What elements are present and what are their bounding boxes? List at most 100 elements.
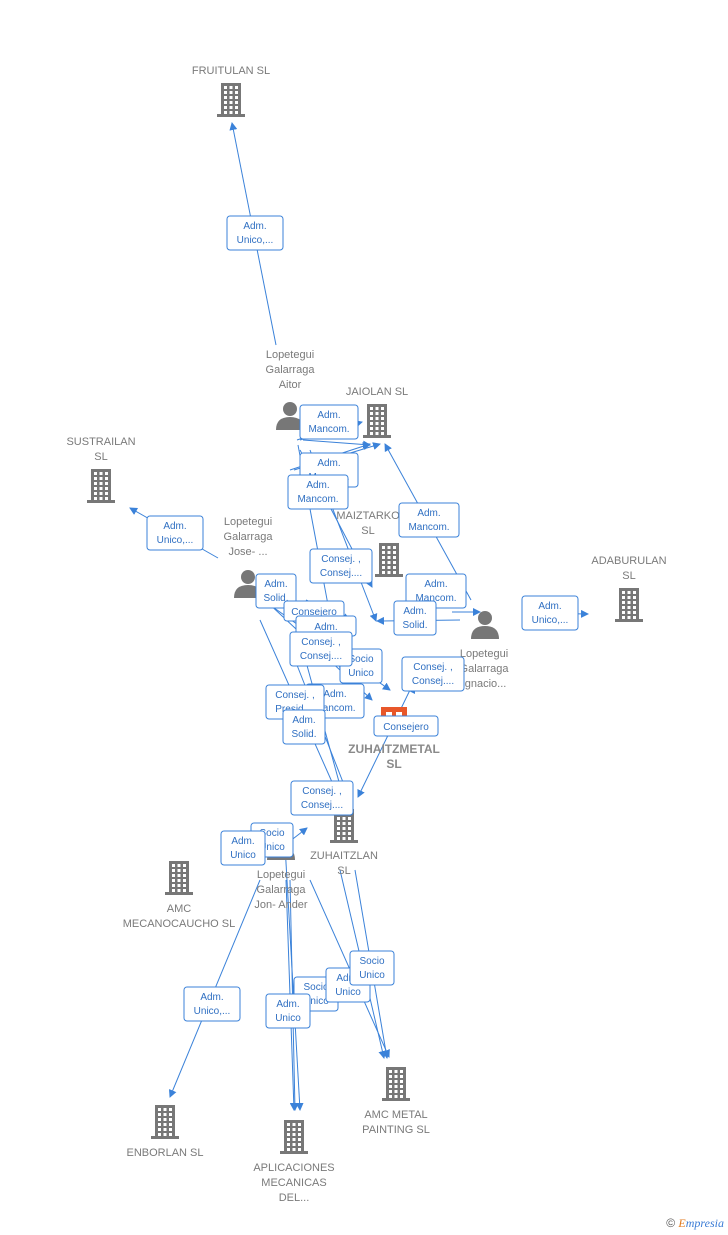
relation-text: Consej. , xyxy=(301,637,340,648)
node-label: AMC METAL xyxy=(364,1109,427,1121)
node-label: FRUITULAN SL xyxy=(192,65,270,77)
company-node[interactable]: APLICACIONESMECANICASDEL... xyxy=(253,1120,335,1204)
relation-label[interactable]: Adm.Mancom. xyxy=(287,474,349,510)
node-label: Lopetegui xyxy=(460,648,508,660)
relation-label[interactable]: Adm.Unico xyxy=(265,993,311,1029)
relation-text: Unico xyxy=(230,850,256,861)
node-label: Galarraga xyxy=(224,531,274,543)
node-label: SL xyxy=(386,757,401,771)
relation-text: Adm. xyxy=(314,622,337,633)
relation-text: Adm. xyxy=(163,521,186,532)
company-node[interactable]: SUSTRAILAN SL xyxy=(66,436,136,503)
node-label: Lopetegui xyxy=(266,349,314,361)
footer-brand[interactable]: © Empresia xyxy=(666,1216,724,1231)
relation-text: Mancom. xyxy=(308,424,349,435)
relation-edge xyxy=(302,439,371,449)
node-label: SL xyxy=(337,865,350,877)
relation-text: Adm. xyxy=(292,715,315,726)
relation-label[interactable]: Adm.Solid. xyxy=(255,573,297,609)
relation-label[interactable]: Adm.Mancom. xyxy=(405,573,467,609)
node-label: JAIOLAN SL xyxy=(346,386,408,398)
company-node[interactable]: ZUHAITZLAN SL xyxy=(310,809,378,877)
node-label: Aitor xyxy=(279,379,302,391)
relation-text: Adm. xyxy=(200,992,223,1003)
person-node[interactable]: LopeteguiGalarragaIgnacio... xyxy=(460,611,510,690)
relation-text: Mancom. xyxy=(408,522,449,533)
relations-layer: Adm.Unico,...Adm.Mancom.Adm.Mancom.Adm.M… xyxy=(146,215,579,1029)
node-label: ENBORLAN SL xyxy=(126,1147,203,1159)
building-icon xyxy=(280,1120,308,1154)
relation-label[interactable]: Adm.Unico,... xyxy=(183,986,241,1022)
building-icon xyxy=(87,469,115,503)
relation-text: Mancom. xyxy=(415,593,456,604)
relation-text: Solid. xyxy=(402,620,427,631)
person-icon xyxy=(471,611,499,639)
relation-text: Adm. xyxy=(243,221,266,232)
person-node[interactable]: LopeteguiGalarragaJose- ... xyxy=(224,516,274,598)
company-node[interactable]: AMC MECANOCAUCHO SL xyxy=(123,861,235,930)
relation-text: Consej. , xyxy=(275,690,314,701)
relation-label[interactable]: Consej. ,Consej.... xyxy=(309,548,373,584)
relation-text: Consejero xyxy=(291,607,337,618)
building-icon xyxy=(165,861,193,895)
relation-label[interactable]: Adm.Unico,... xyxy=(521,595,579,631)
relation-label[interactable]: Consejero xyxy=(373,715,439,737)
node-label: MECANOCAUCHO SL xyxy=(123,918,235,930)
relation-text: Socio xyxy=(259,828,284,839)
building-icon xyxy=(363,404,391,438)
relation-text: Consej.... xyxy=(412,676,454,687)
relation-text: Consejero xyxy=(383,722,429,733)
building-icon xyxy=(375,543,403,577)
node-label: Galarraga xyxy=(266,364,316,376)
node-label: SL xyxy=(622,570,635,582)
relation-text: Unico,... xyxy=(157,535,194,546)
node-label: SL xyxy=(94,451,107,463)
node-label: Ignacio... xyxy=(462,678,507,690)
relation-label[interactable]: Adm. Unico,... xyxy=(226,215,284,251)
relation-text: Adm. xyxy=(417,508,440,519)
building-icon xyxy=(615,588,643,622)
relation-text: Unico xyxy=(303,996,329,1007)
relation-text: Mancom. xyxy=(314,703,355,714)
relation-label[interactable]: Consej. ,Consej.... xyxy=(290,780,354,816)
relation-text: Unico,... xyxy=(237,235,274,246)
relation-label[interactable]: Adm.Unico xyxy=(220,830,266,866)
node-label: APLICACIONES xyxy=(253,1162,334,1174)
node-label: MAIZTARKO xyxy=(336,510,400,522)
node-label: SL xyxy=(361,525,374,537)
relation-text: Unico xyxy=(348,668,374,679)
relation-label[interactable]: Adm.Solid. xyxy=(282,709,326,745)
company-node[interactable]: MAIZTARKO SL xyxy=(336,510,403,577)
node-label: Galarraga xyxy=(257,884,307,896)
company-node[interactable]: FRUITULAN SL xyxy=(192,65,270,117)
building-icon xyxy=(217,83,245,117)
relation-label[interactable]: Consej. ,Consej.... xyxy=(401,656,465,692)
company-node[interactable]: JAIOLAN SL xyxy=(346,386,408,438)
relation-text: Adm. xyxy=(538,601,561,612)
relation-label[interactable]: Adm. Mancom. xyxy=(398,502,460,538)
node-label: Jose- ... xyxy=(228,546,267,558)
relation-text: Adm. xyxy=(336,973,359,984)
relation-label[interactable]: Adm. Solid. xyxy=(393,600,437,636)
node-label: AMC xyxy=(167,903,192,915)
node-label: Jon- Ander xyxy=(254,899,308,911)
copyright-symbol: © xyxy=(666,1216,676,1230)
company-node[interactable]: ENBORLAN SL xyxy=(126,1105,204,1159)
node-label: ZUHAITZLAN xyxy=(310,850,378,862)
relation-text: Adm. xyxy=(403,606,426,617)
building-icon xyxy=(151,1105,179,1139)
node-label: SUSTRAILAN xyxy=(66,436,135,448)
relation-label[interactable]: Adm.Mancom. xyxy=(299,404,359,440)
relation-label[interactable]: Consej. ,Consej.... xyxy=(289,631,353,667)
node-label: DEL... xyxy=(279,1192,310,1204)
relation-text: Unico xyxy=(259,842,285,853)
relation-text: Socio xyxy=(348,654,373,665)
node-label: ZUHAITZMETAL xyxy=(348,742,440,756)
relation-text: Adm. xyxy=(306,480,329,491)
relation-label[interactable]: Adm. Unico,... xyxy=(146,515,204,551)
